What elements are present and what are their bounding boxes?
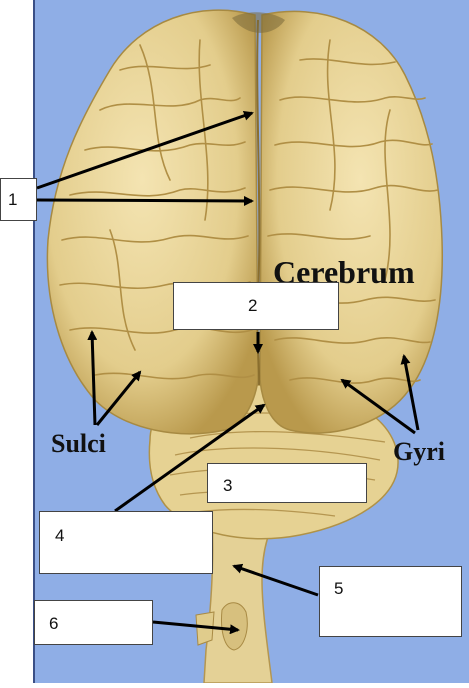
gyri-label: Gyri: [393, 437, 445, 466]
label-box-3-number: 3: [223, 476, 233, 495]
label-box-6[interactable]: 6: [34, 600, 153, 645]
arrow-gyri-right: [400, 354, 420, 431]
cerebrum-sulci-pattern: [59, 39, 439, 384]
arrow-gyri-left: [340, 378, 416, 435]
arrow-5: [232, 563, 319, 597]
label-box-3[interactable]: 3: [207, 463, 367, 503]
label-box-4-number: 4: [55, 526, 65, 545]
margin-rule: [33, 0, 35, 683]
left-nerve-root-shape: [195, 611, 215, 646]
sulci-label: Sulci: [51, 429, 106, 458]
label-box-5[interactable]: 5: [319, 566, 462, 637]
label-box-2[interactable]: 2: [173, 282, 339, 330]
arrow-1-lower: [36, 195, 254, 206]
frontal-pole-shadow: [232, 12, 285, 33]
label-box-1-number: 1: [8, 190, 18, 209]
arrow-sulci-right: [95, 370, 142, 426]
label-box-1[interactable]: 1: [0, 178, 37, 221]
brainstem-shape: [203, 514, 282, 684]
longitudinal-fissure: [256, 19, 261, 386]
arrow-6: [152, 620, 240, 635]
pointer-arrows: [36, 110, 420, 635]
label-box-4[interactable]: 4: [39, 511, 213, 574]
label-box-2-number: 2: [248, 296, 258, 315]
arrow-1-upper: [36, 110, 254, 190]
arrow-4: [114, 403, 266, 513]
left-margin: [0, 0, 33, 683]
arrow-sulci-left: [87, 330, 98, 426]
label-box-5-number: 5: [334, 579, 344, 598]
label-box-6-number: 6: [49, 614, 59, 633]
